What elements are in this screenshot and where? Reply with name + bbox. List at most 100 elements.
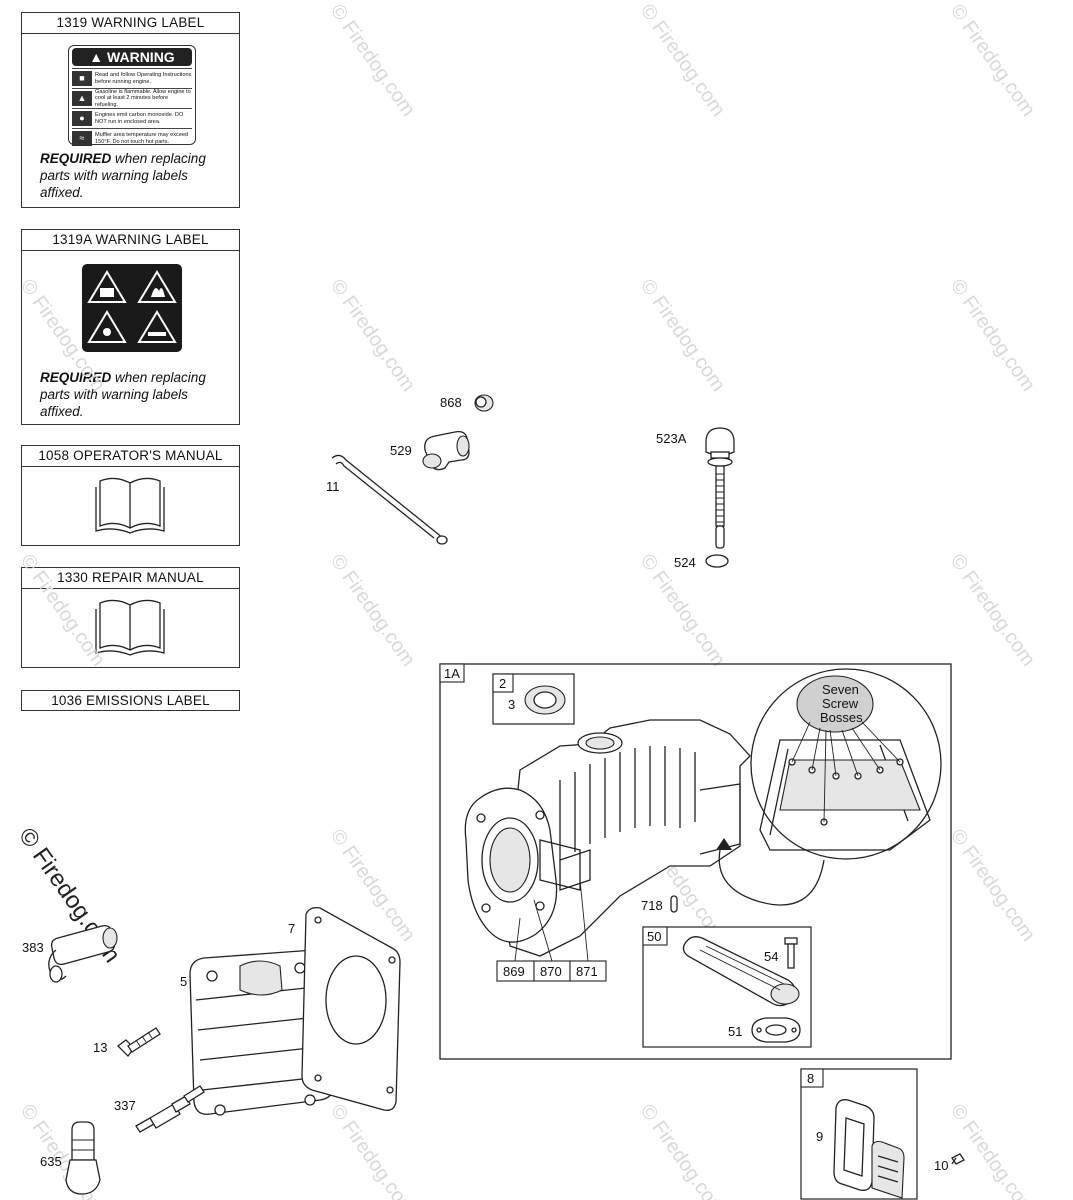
callout-10: 10 xyxy=(934,1158,948,1173)
watermark: © Firedog.com xyxy=(326,1100,419,1200)
manual-book-icon xyxy=(95,599,165,656)
warning-triangle-icon: ▲ xyxy=(89,49,104,65)
box-1a-label: 1A xyxy=(444,666,460,681)
hot-surface-icon: ≈ xyxy=(72,131,92,146)
fumes-icon: ● xyxy=(72,111,92,126)
short-block-number-strip: 869 870 871 xyxy=(496,879,607,982)
bubble-line-3: Bosses xyxy=(820,710,863,725)
part-11-breather-tube xyxy=(331,454,448,545)
watermark: © Firedog.com xyxy=(16,275,109,395)
watermark: © Firedog.com xyxy=(636,275,729,395)
hot-surface-pictogram-icon xyxy=(137,310,177,343)
callout-5: 5 xyxy=(180,974,187,989)
repair-manual-panel: 1330 REPAIR MANUAL xyxy=(21,567,240,668)
part-number-869: 869 xyxy=(503,964,525,979)
detail-arrow xyxy=(718,849,825,906)
manual-icon: ■ xyxy=(72,71,92,86)
part-9-cover-gasket xyxy=(833,1099,875,1191)
warning-row: ●Engines emit carbon monoxide. DO NOT ru… xyxy=(72,108,192,128)
part-3-oil-seal xyxy=(524,685,566,715)
watermark: © Firedog.com xyxy=(946,0,1039,120)
box-1a-tag xyxy=(439,663,465,683)
watermark: © Firedog.com xyxy=(946,275,1039,395)
part-51-gasket xyxy=(751,1017,801,1043)
part-529-elbow xyxy=(422,430,470,471)
warning-label-1319a-panel: 1319A WARNING LABEL REQUIRED when replac… xyxy=(21,229,240,425)
panel-title: 1058 OPERATOR'S MANUAL xyxy=(22,446,239,467)
watermark: © Firedog.com xyxy=(946,825,1039,945)
callout-9: 9 xyxy=(816,1129,823,1144)
warning-row: ▲Gasoline is flammable. Allow engine to … xyxy=(72,88,192,108)
panel-title: 1319 WARNING LABEL xyxy=(22,13,239,34)
watermark: © Firedog.com xyxy=(636,0,729,120)
part-718-dowel xyxy=(670,895,678,913)
watermark-layer: © Firedog.com © Firedog.com © Firedog.co… xyxy=(16,0,1039,1200)
panel-title: 1319A WARNING LABEL xyxy=(22,230,239,251)
part-383-intake-tube xyxy=(48,924,118,983)
fire-icon: ▲ xyxy=(72,91,92,106)
box-2-label: 2 xyxy=(499,676,506,691)
watermark: © Firedog.com xyxy=(636,1100,729,1200)
warning-row: ■Read and follow Operating Instructions … xyxy=(72,68,192,88)
part-13-head-bolt xyxy=(117,1027,161,1057)
watermark: © Firedog.com xyxy=(326,275,419,395)
callout-7: 7 xyxy=(288,921,295,936)
operators-manual-panel: 1058 OPERATOR'S MANUAL xyxy=(21,445,240,546)
detail-arrowhead xyxy=(716,838,732,850)
bubble-line-1: Seven xyxy=(822,682,859,697)
box-2-tag xyxy=(492,673,514,693)
callout-523a: 523A xyxy=(656,431,687,446)
callout-51: 51 xyxy=(728,1024,742,1039)
detail-circle-screw-bosses: Seven Screw Bosses xyxy=(750,668,942,860)
part-524-o-ring xyxy=(705,554,729,568)
fire-pictogram-icon xyxy=(137,270,177,303)
watermark: © Firedog.com xyxy=(946,550,1039,670)
watermark: © Firedog.com xyxy=(326,550,419,670)
callout-383: 383 xyxy=(22,940,44,955)
part-8-rocker-cover xyxy=(871,1140,905,1199)
manual-book-icon xyxy=(95,477,165,534)
pictogram-label xyxy=(82,264,182,352)
part-7-head-gasket xyxy=(301,906,401,1111)
required-note: REQUIRED when replacing parts with warni… xyxy=(40,370,206,419)
emissions-label-panel: 1036 EMISSIONS LABEL xyxy=(21,690,240,711)
part-number-870: 870 xyxy=(540,964,562,979)
part-50-breather-assembly xyxy=(682,936,800,1007)
callout-529: 529 xyxy=(390,443,412,458)
part-10-screw xyxy=(951,1153,965,1165)
fumes-pictogram-icon xyxy=(87,310,127,343)
callout-868: 868 xyxy=(440,395,462,410)
part-54-screw xyxy=(784,937,798,969)
panel-title: 1330 REPAIR MANUAL xyxy=(22,568,239,589)
warning-label-1319-panel: 1319 WARNING LABEL ▲ WARNING ■Read and f… xyxy=(21,12,240,208)
callout-718: 718 xyxy=(641,898,663,913)
box-1a-frame xyxy=(439,663,952,1060)
watermark: © Firedog.com xyxy=(946,1100,1039,1200)
warning-row: ≈Muffler area temperature may exceed 150… xyxy=(72,128,192,148)
box-50-label: 50 xyxy=(647,929,661,944)
callout-3: 3 xyxy=(508,697,515,712)
manual-pictogram-icon xyxy=(87,270,127,303)
box-50-tag xyxy=(642,926,668,946)
callout-54: 54 xyxy=(764,949,778,964)
part-337-spark-plug xyxy=(135,1085,205,1133)
watermark: © Firedog.com xyxy=(326,0,419,120)
bubble-line-2: Screw xyxy=(822,696,859,711)
part-523a-dipstick xyxy=(705,427,735,549)
part-5-cylinder-head xyxy=(189,949,335,1116)
callout-524: 524 xyxy=(674,555,696,570)
callout-13: 13 xyxy=(93,1040,107,1055)
callout-11: 11 xyxy=(326,479,340,494)
callout-337: 337 xyxy=(114,1098,136,1113)
watermark: © Firedog.com xyxy=(16,550,109,670)
part-number-871: 871 xyxy=(576,964,598,979)
box-8-tag xyxy=(800,1068,824,1088)
part-cylinder-block xyxy=(464,719,751,957)
required-note: REQUIRED when replacing parts with warni… xyxy=(40,151,206,200)
warning-label-card: ▲ WARNING ■Read and follow Operating Ins… xyxy=(68,45,196,148)
part-635-plug-boot xyxy=(65,1121,101,1195)
warning-heading: ▲ WARNING xyxy=(72,48,192,66)
callout-635: 635 xyxy=(40,1154,62,1169)
panel-title: 1036 EMISSIONS LABEL xyxy=(51,693,210,708)
